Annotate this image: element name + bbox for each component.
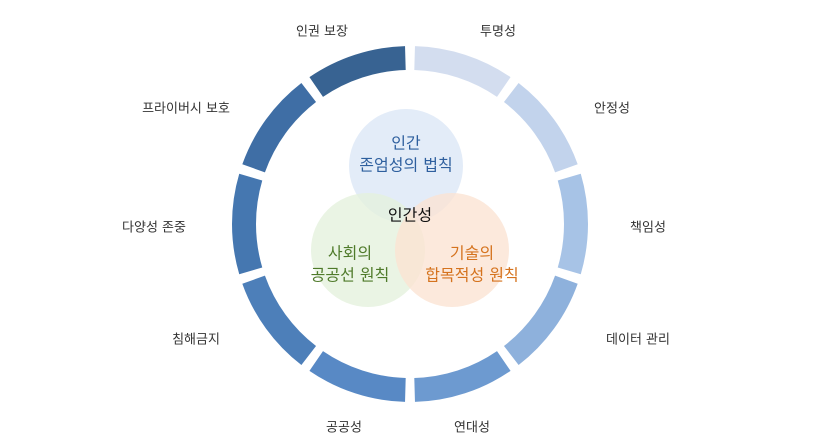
ring-segment <box>414 46 511 97</box>
principle-label: 프라이버시 보호 <box>142 102 230 117</box>
ring-segment <box>309 46 406 97</box>
venn-label-technology: 기술의 <box>450 244 494 263</box>
principle-label: 데이터 관리 <box>606 333 670 348</box>
principle-label: 공공성 <box>326 421 362 436</box>
ring-segment <box>309 351 406 402</box>
principle-ring <box>232 46 588 402</box>
principle-label: 다양성 존중 <box>122 221 186 236</box>
ring-segment <box>503 275 578 366</box>
venn-circle-society <box>311 193 425 307</box>
ring-segment <box>557 173 588 275</box>
principle-label: 투명성 <box>480 25 516 40</box>
ring-segment <box>232 173 263 275</box>
center-label: 인간성 <box>388 206 432 225</box>
principle-label: 침해금지 <box>172 333 220 348</box>
venn-label-technology: 합목적성 원칙 <box>425 266 518 285</box>
principle-label: 책임성 <box>630 221 666 236</box>
principle-label: 안정성 <box>594 102 630 117</box>
ring-segment <box>242 275 317 366</box>
principle-label: 인권 보장 <box>296 25 348 40</box>
venn-circle-technology <box>395 193 509 307</box>
ring-segment <box>242 82 317 173</box>
venn-label-society: 공공선 원칙 <box>311 266 390 285</box>
ring-segment <box>414 351 511 402</box>
principle-label: 연대성 <box>454 421 490 436</box>
venn-label-society: 사회의 <box>328 244 372 263</box>
venn-label-human: 인간 <box>391 134 421 153</box>
venn-label-human: 존엄성의 법칙 <box>359 156 452 175</box>
ring-segment <box>503 82 578 173</box>
